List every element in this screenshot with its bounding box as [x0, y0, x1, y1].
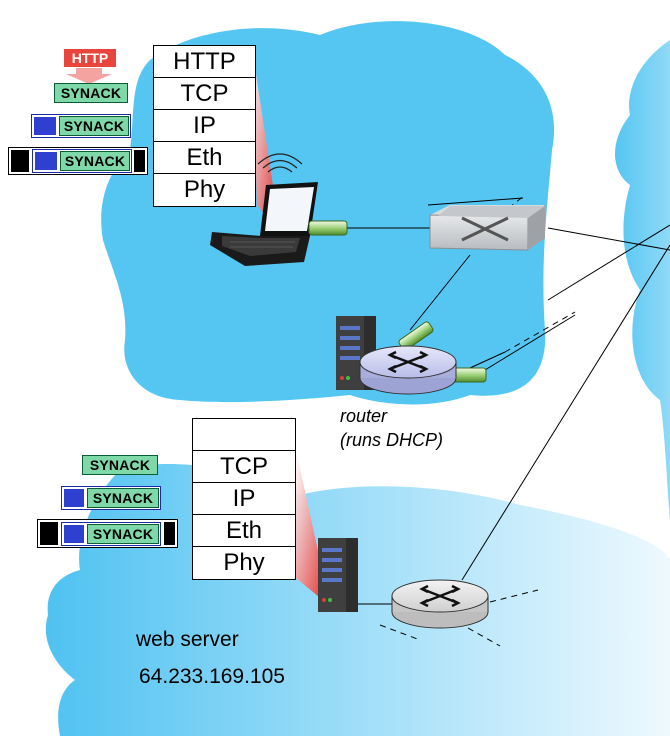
network-links [345, 194, 670, 647]
stack-layer-link: Eth [193, 515, 295, 547]
server-eth-frame: SYNACK [37, 519, 178, 548]
router-label-role: (runs DHCP) [340, 430, 444, 450]
top-eth-ip-datagram: SYNACK [32, 149, 132, 173]
top-eth-frame: SYNACK [8, 147, 148, 175]
ip-header-block [34, 117, 56, 135]
switch-icon [429, 205, 545, 251]
top-ip-datagram: SYNACK [31, 114, 131, 138]
eth-header-block [11, 150, 29, 172]
web-server-ip-address: 64.233.169.105 [139, 665, 285, 688]
eth-trailer-block [134, 150, 145, 172]
top-ip-synack: SYNACK [59, 116, 129, 136]
stack-layer-application [193, 419, 295, 451]
stack-layer-application: HTTP [154, 46, 255, 78]
server-ip-datagram: SYNACK [61, 486, 161, 510]
stack-layer-transport: TCP [193, 451, 295, 483]
server-tcp-segment: SYNACK [82, 455, 158, 475]
web-server-icon [318, 538, 358, 612]
ip-header-block [64, 489, 84, 507]
laptop-icon [210, 182, 318, 266]
internet-cloud [615, 40, 670, 520]
wifi-signal-icon [257, 153, 303, 173]
stack-layer-link: Eth [154, 142, 255, 174]
web-server-label: web server [136, 628, 239, 651]
http-header-badge: HTTP [63, 48, 117, 68]
router-label: router (runs DHCP) [340, 404, 443, 452]
stack-layer-transport: TCP [154, 78, 255, 110]
server-eth-synack: SYNACK [87, 524, 159, 544]
ip-header-block [35, 152, 57, 170]
eth-header-block [40, 522, 58, 545]
server-router-icon [391, 579, 489, 629]
server-protocol-stack: TCP IP Eth Phy [192, 418, 296, 580]
home-router-icon [359, 345, 457, 395]
top-eth-synack: SYNACK [60, 151, 130, 171]
encapsulation-arrow [66, 66, 112, 84]
top-tcp-segment: SYNACK [54, 83, 128, 103]
server-eth-ip-datagram: SYNACK [61, 522, 161, 546]
eth-trailer-block [164, 522, 175, 545]
stack-layer-physical: Phy [183, 176, 226, 203]
laptop-interface-pipe [308, 220, 348, 236]
ip-header-block [64, 525, 84, 543]
stack-layer-network: IP [154, 110, 255, 142]
server-ip-synack: SYNACK [87, 488, 159, 508]
client-protocol-stack: HTTP TCP IP Eth Phy [153, 45, 256, 207]
router-label-name: router [340, 406, 388, 426]
stack-layer-physical: Phy [223, 549, 265, 576]
stack-layer-network: IP [193, 483, 295, 515]
